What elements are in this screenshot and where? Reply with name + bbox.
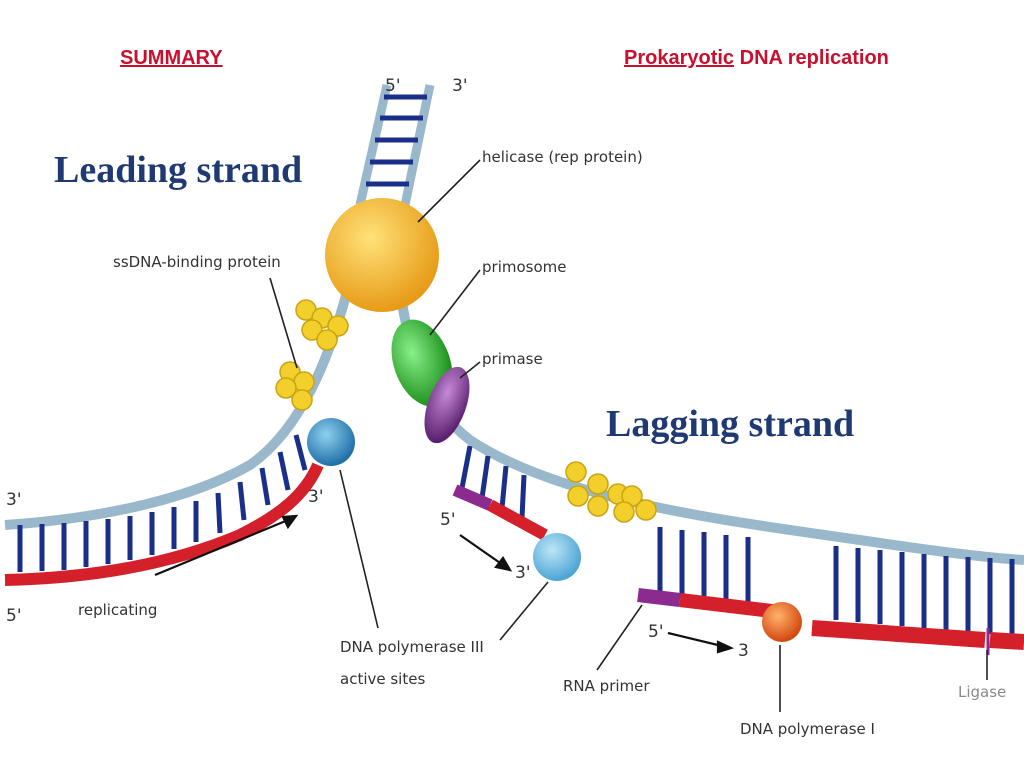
rna-primer-label: RNA primer [563, 677, 650, 695]
leading-strand-template [4, 278, 355, 530]
primer-3prime-mark: 3 [738, 641, 749, 661]
replicating-label: replicating [78, 601, 158, 619]
direction-arrows [154, 514, 735, 654]
ssb-cluster-lagging [565, 461, 657, 523]
primer-5prime-mark: 5' [648, 622, 664, 642]
primosome-label: primosome [482, 258, 567, 276]
left-5prime-mark: 5' [6, 606, 22, 626]
okazaki-fragment-3 [811, 620, 1024, 655]
title-rest: DNA replication [734, 47, 889, 69]
ssb-cluster-leading [275, 299, 349, 411]
leading-strand-rungs [17, 434, 308, 572]
left-3prime-mark: 3' [6, 490, 22, 510]
lagging-strand-rungs [459, 445, 1015, 636]
title-prokaryotic: Prokaryotic [624, 47, 735, 69]
okazaki-fragment-2 [637, 588, 781, 619]
top-3prime-mark: 3' [452, 76, 468, 96]
helicase-protein [325, 198, 439, 312]
pol1-label: DNA polymerase I [740, 720, 875, 738]
leading-3prime-mark: 3' [308, 487, 324, 507]
dna-polymerase-i [762, 602, 802, 642]
ssb-label: ssDNA-binding protein [113, 253, 281, 271]
dna-polymerase-iii-lagging [533, 533, 581, 581]
pol3-label-line2: active sites [340, 670, 426, 688]
page-title: Prokaryotic DNA replication [624, 47, 889, 70]
okazaki-5prime-mark: 5' [440, 510, 456, 530]
ligase-label: Ligase [958, 683, 1007, 701]
pol3-label-line1: DNA polymerase III [340, 638, 484, 656]
leading-strand-label: Leading strand [54, 149, 303, 191]
parental-duplex [355, 84, 435, 206]
top-5prime-mark: 5' [385, 76, 401, 96]
lagging-strand-label: Lagging strand [606, 403, 855, 445]
okazaki-3prime-mark: 3' [515, 563, 531, 583]
leader-lines [269, 159, 988, 712]
leading-new-strand [4, 462, 324, 586]
summary-heading: SUMMARY [120, 47, 223, 69]
okazaki-fragment-1 [452, 484, 548, 541]
primase-protein [424, 366, 470, 444]
helicase-label: helicase (rep protein) [482, 148, 643, 166]
dna-polymerase-iii-leading [307, 418, 355, 466]
primase-label: primase [482, 350, 543, 368]
